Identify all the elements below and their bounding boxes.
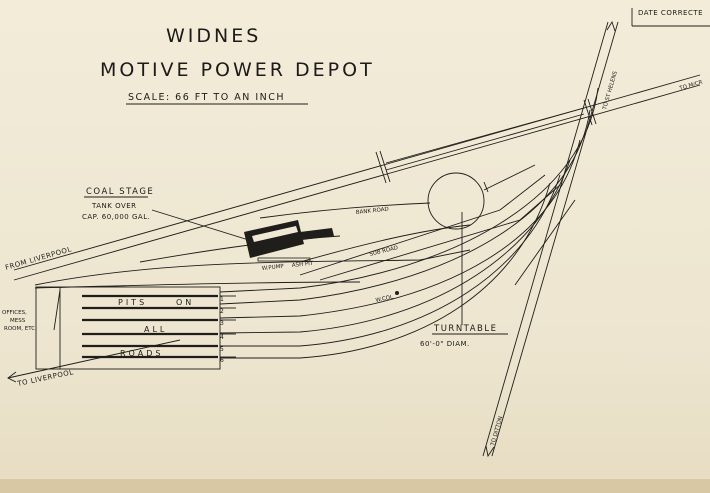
turntable-heading: TURNTABLE (433, 324, 497, 334)
road-number-6: 6 (220, 357, 224, 364)
engine-shed (35, 286, 221, 370)
turntable-exit (483, 164, 536, 191)
to-liverpool-line (7, 339, 181, 379)
pit-text-2: ON (176, 298, 194, 307)
bridge-track-2 (385, 107, 585, 164)
turntable-diameter: 60'-0" DIAM. (420, 340, 470, 348)
road-number-1: 1 (220, 296, 224, 303)
road-number-4: 4 (220, 334, 224, 341)
road-number-5: 5 (220, 346, 224, 353)
crossing-line-rail-2 (482, 21, 609, 457)
scale-label: SCALE: 66 FT TO AN INCH (128, 92, 285, 103)
turntable-tick (483, 181, 489, 193)
main-line-rail-1 (13, 74, 701, 271)
from-liverpool-label: FROM LIVERPOOL (4, 245, 72, 272)
road-number-3: 3 (220, 320, 224, 327)
coal-stage-capacity: CAP. 60,000 GAL. (82, 213, 150, 221)
title-line-1: WIDNES (166, 25, 261, 47)
water-column-label: W.COL (375, 294, 395, 304)
sub-road (299, 224, 471, 263)
date-corrected-label: DATE CORRECTE (638, 9, 703, 17)
yard-road-4 (319, 184, 561, 281)
curve-north-2 (219, 109, 591, 305)
to-mcr-label: TO M/CR (678, 80, 704, 93)
main-line-rail-2 (13, 84, 701, 281)
bottom-arrow (485, 445, 495, 458)
water-column (395, 291, 399, 295)
yard-road-3 (299, 174, 546, 276)
road-number-2: 2 (220, 308, 224, 315)
pit-text-3: ALL (144, 325, 167, 334)
curve-north-5 (220, 174, 561, 347)
to-liverpool-label: TO LIVERPOOL (16, 368, 75, 388)
bank-road (259, 202, 431, 219)
to-st-helens-label: TO ST HELENS (602, 70, 619, 111)
bridge-mark-west-1 (375, 151, 387, 184)
ash-pit-label: ASH PIT (292, 261, 315, 269)
turntable-pointer-2 (514, 199, 576, 286)
bridge-track (385, 113, 585, 171)
sheet-edge (0, 479, 710, 493)
water-pump-label: W.PUMP (262, 264, 285, 272)
coal-stage-tank: TANK OVER (91, 202, 137, 210)
coal-stage-heading: COAL STAGE (86, 187, 154, 197)
bridge-mark-west-2 (379, 150, 391, 183)
shed-office-diagonal (53, 289, 61, 331)
offices-label-3: ROOM, ETC. (4, 326, 37, 332)
pit-text-4: ROADS (120, 349, 163, 358)
top-arrow (606, 20, 616, 32)
curve-north-4 (219, 159, 571, 334)
coal-stage-pointer (151, 209, 256, 243)
offices-label-2: MESS (10, 318, 26, 324)
shed-road-exits (220, 295, 236, 358)
curve-north-3 (219, 139, 581, 319)
curve-north-6 (220, 182, 551, 359)
sub-road-label: SUB ROAD (369, 245, 399, 258)
coal-stage-building (244, 220, 334, 262)
title-line-2: MOTIVE POWER DEPOT (100, 59, 375, 81)
bank-road-label: BANK ROAD (356, 207, 390, 216)
offices-label-1: OFFICES, (2, 310, 27, 316)
to-liverpool-arrow (7, 371, 17, 383)
crossing-line-rail-1 (491, 21, 619, 457)
pit-text-1: PITS (118, 298, 147, 307)
turntable-pit (427, 172, 485, 230)
to-ditton-label: TO DITTON (490, 416, 504, 448)
